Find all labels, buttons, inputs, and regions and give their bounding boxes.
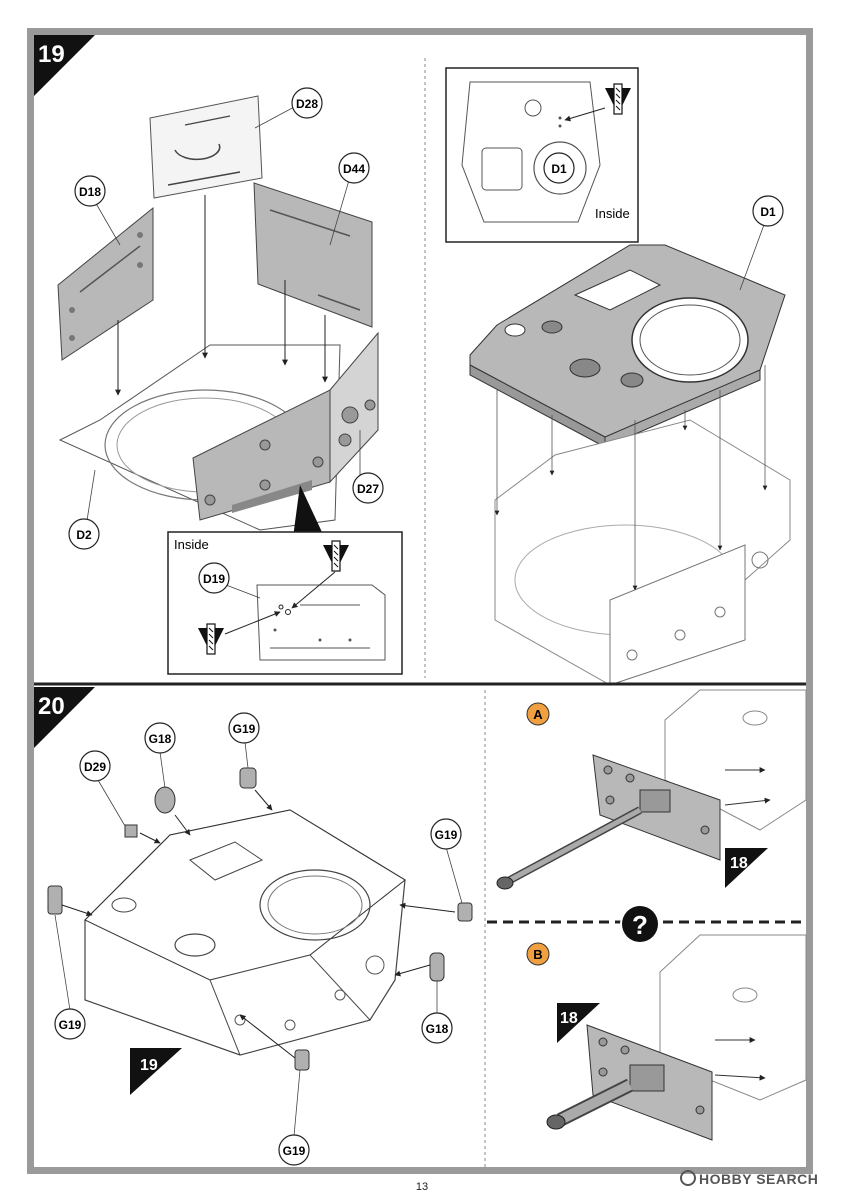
callout-g19-top: G19 [228, 712, 260, 744]
part-d1-roof [469, 244, 786, 448]
label-g19-top: G19 [233, 722, 256, 736]
ref-step-19-flag: 19 [130, 1048, 182, 1095]
inset-right-label: Inside [595, 206, 630, 221]
part-d18-plate [57, 206, 154, 361]
callout-d18: D18 [74, 175, 106, 207]
option-a-label: A [533, 707, 543, 722]
label-g19-right: G19 [435, 828, 458, 842]
callout-d44: D44 [338, 152, 370, 184]
part-turret-walls [494, 419, 791, 686]
step-20-arrows [61, 789, 456, 1059]
page-number: 13 [415, 1181, 429, 1193]
step-19: 19 [34, 35, 791, 686]
callout-d1: D1 [752, 195, 784, 227]
step-19-badge [34, 35, 95, 96]
callout-g19-left: G19 [54, 1008, 86, 1040]
turret-assembly [84, 809, 406, 1056]
part-d29 [124, 824, 138, 838]
option-b-ref-flag [557, 1003, 600, 1043]
label-d27: D27 [357, 482, 379, 496]
callout-d28: D28 [291, 87, 323, 119]
option-b: B 18 [526, 934, 807, 1141]
option-a: A 18 [496, 689, 807, 890]
part-d44-plate [253, 182, 373, 328]
inset-box-right: D1 Inside [445, 67, 639, 243]
step-19-number: 19 [38, 41, 65, 68]
part-g19-right [457, 902, 473, 922]
label-g18-right: G18 [426, 1022, 449, 1036]
part-g19-left [47, 885, 63, 915]
watermark: HOBBY SEARCH [680, 1170, 818, 1187]
option-a-ref-flag [725, 848, 768, 888]
inset-box-left: Inside D19 [167, 531, 403, 675]
label-d44: D44 [343, 162, 365, 176]
ref-step-19: 19 [140, 1057, 158, 1074]
inset-left-label: Inside [174, 537, 209, 552]
option-b-ref: 18 [560, 1010, 578, 1027]
callout-d2: D2 [68, 518, 100, 550]
label-d29: D29 [84, 760, 106, 774]
callout-g18-right: G18 [421, 1012, 453, 1044]
label-g18-top: G18 [149, 732, 172, 746]
watermark-text: HOBBY SEARCH [699, 1171, 819, 1187]
step-19-arrows-right [494, 365, 768, 591]
label-g19-left: G19 [59, 1018, 82, 1032]
label-d1: D1 [760, 205, 776, 219]
callout-d1-inset [543, 152, 575, 184]
callout-d27: D27 [352, 472, 384, 504]
label-d28: D28 [296, 97, 318, 111]
option-separator: ? [487, 904, 806, 944]
part-g18-top [154, 786, 176, 814]
part-g19-bottom [294, 1049, 310, 1071]
step-20: 20 [34, 687, 807, 1170]
step-20-leaders [54, 741, 463, 1137]
callout-g19-bottom: G19 [278, 1134, 310, 1166]
option-a-badge [526, 702, 550, 726]
part-g19-top [239, 767, 257, 789]
label-d19: D19 [203, 572, 225, 586]
step-20-number: 20 [38, 693, 65, 720]
callout-d29: D29 [79, 750, 111, 782]
part-d28-plate [149, 95, 263, 199]
callout-g19-right: G19 [430, 818, 462, 850]
ring-logo-icon [680, 1170, 696, 1186]
label-d1-inset: D1 [551, 162, 567, 176]
option-a-ref: 18 [730, 855, 748, 872]
label-g19-bottom: G19 [283, 1144, 306, 1158]
callout-g18-top: G18 [144, 722, 176, 754]
option-b-badge [526, 942, 550, 966]
question-icon [622, 906, 658, 942]
step-20-badge [34, 687, 95, 748]
part-front-plate [192, 331, 379, 521]
label-d18: D18 [79, 185, 101, 199]
label-d2: D2 [76, 528, 92, 542]
option-b-label: B [533, 947, 542, 962]
part-g18-right [429, 952, 445, 982]
callout-d19 [198, 562, 230, 594]
step-19-arrows [115, 195, 328, 396]
question-glyph: ? [632, 910, 648, 940]
